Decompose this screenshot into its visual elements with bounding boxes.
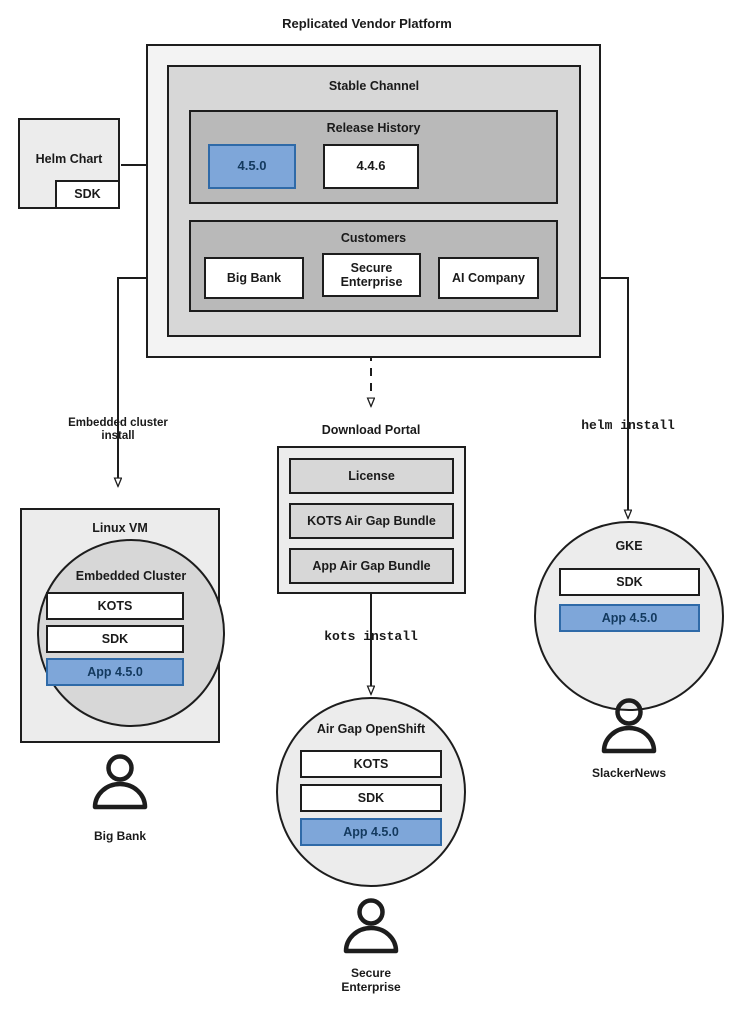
person-icon-secure-enterprise xyxy=(343,898,399,954)
airgap-openshift-component-sdk[interactable]: SDK xyxy=(300,784,442,812)
customer-label-big-bank: Big Bank xyxy=(93,829,146,843)
customer-card-secure-enterprise[interactable]: Secure Enterprise xyxy=(322,253,421,297)
customer-card-big-bank[interactable]: Big Bank xyxy=(204,257,304,299)
helm-chart-sdk-box[interactable]: SDK xyxy=(55,180,120,209)
gke-component-sdk[interactable]: SDK xyxy=(559,568,700,596)
label-embedded-cluster-install: Embedded cluster install xyxy=(68,417,168,443)
gke-label: GKE xyxy=(615,539,643,553)
airgap-openshift-component-kots[interactable]: KOTS xyxy=(300,750,442,778)
release-history-label: Release History xyxy=(326,121,421,135)
customer-label-slackernews: SlackerNews xyxy=(591,766,667,780)
customer-label-secure-enterprise: Secure Enterprise xyxy=(341,966,401,994)
linux-vm-component-kots[interactable]: KOTS xyxy=(46,592,184,620)
linux-vm-component-app[interactable]: App 4.5.0 xyxy=(46,658,184,686)
person-icon-slackernews xyxy=(601,698,657,754)
airgap-openshift-label: Air Gap OpenShift xyxy=(316,722,426,736)
release-card-446[interactable]: 4.4.6 xyxy=(323,144,419,189)
person-icon-big-bank xyxy=(92,754,148,810)
customers-label: Customers xyxy=(340,231,407,245)
label-kots-install: kots install xyxy=(324,629,418,644)
customer-card-ai-company[interactable]: AI Company xyxy=(438,257,539,299)
download-portal-artifact-app-airgap[interactable]: App Air Gap Bundle xyxy=(289,548,454,584)
download-portal-label: Download Portal xyxy=(321,423,421,437)
download-portal-artifact-kots-airgap[interactable]: KOTS Air Gap Bundle xyxy=(289,503,454,539)
release-card-450[interactable]: 4.5.0 xyxy=(208,144,296,189)
linux-vm-component-sdk[interactable]: SDK xyxy=(46,625,184,653)
gke-component-app[interactable]: App 4.5.0 xyxy=(559,604,700,632)
download-portal-artifact-license[interactable]: License xyxy=(289,458,454,494)
helm-chart-label: Helm Chart xyxy=(35,152,103,166)
label-helm-install: helm install xyxy=(581,418,675,433)
stable-channel-label: Stable Channel xyxy=(328,79,420,93)
embedded-cluster-label: Embedded Cluster xyxy=(75,569,187,583)
airgap-openshift-component-app[interactable]: App 4.5.0 xyxy=(300,818,442,846)
page-title: Replicated Vendor Platform xyxy=(282,16,452,31)
linux-vm-label: Linux VM xyxy=(92,521,148,535)
